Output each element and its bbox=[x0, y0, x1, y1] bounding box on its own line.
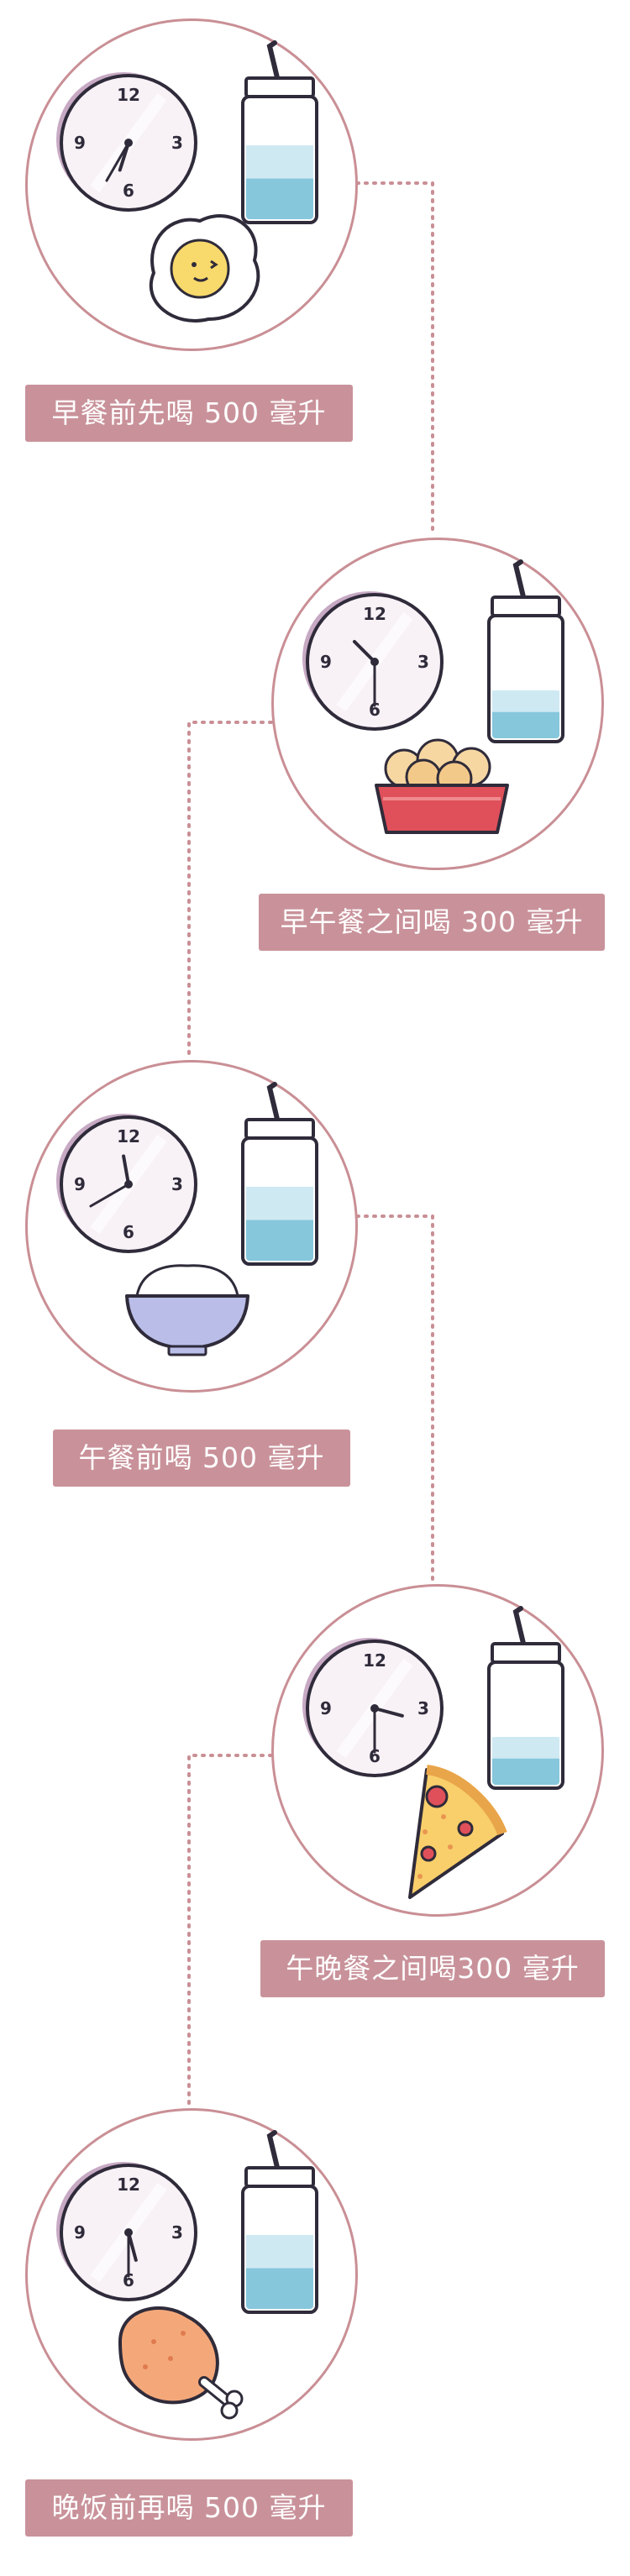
clock-numeral-6: 6 bbox=[123, 2270, 134, 2290]
clock-numeral-3: 3 bbox=[417, 1698, 429, 1718]
clock-numeral-3: 3 bbox=[171, 1174, 183, 1194]
cookie-basket-icon bbox=[375, 738, 509, 834]
step-3-svg: 12 3 6 9 bbox=[56, 1082, 318, 1356]
step-5-svg: 12 3 6 9 bbox=[56, 2130, 318, 2420]
connector-4-5 bbox=[187, 1754, 273, 2110]
clock-numeral-12: 12 bbox=[363, 1650, 386, 1671]
step-2-illustration: 12 3 6 9 bbox=[271, 538, 604, 870]
clock-numeral-12: 12 bbox=[117, 85, 140, 105]
clock-numeral-9: 9 bbox=[74, 1174, 86, 1194]
connector-3-4 bbox=[355, 1215, 434, 1585]
step-1-illustration: 12 3 6 9 bbox=[25, 18, 358, 351]
rice-bowl-icon bbox=[125, 1264, 249, 1356]
step-3-illustration: 12 3 6 9 bbox=[25, 1060, 358, 1393]
clock-numeral-3: 3 bbox=[171, 2222, 183, 2243]
clock-numeral-9: 9 bbox=[320, 1698, 332, 1718]
clock-icon: 12 3 6 9 bbox=[56, 2162, 197, 2301]
water-jar-icon bbox=[487, 559, 564, 743]
clock-numeral-12: 12 bbox=[363, 604, 386, 624]
water-jar-icon bbox=[241, 2130, 318, 2314]
clock-icon: 12 3 6 9 bbox=[302, 591, 444, 731]
clock-numeral-6: 6 bbox=[369, 1746, 381, 1766]
fried-egg-icon bbox=[149, 214, 260, 323]
chicken-leg-icon bbox=[118, 2306, 244, 2420]
clock-numeral-6: 6 bbox=[123, 1222, 134, 1242]
step-2-svg: 12 3 6 9 bbox=[302, 559, 564, 834]
step-2-label: 早午餐之间喝 300 毫升 bbox=[259, 894, 605, 951]
clock-numeral-12: 12 bbox=[117, 1126, 140, 1146]
step-3-label: 午餐前喝 500 毫升 bbox=[53, 1430, 350, 1487]
connector-1-2 bbox=[355, 181, 434, 538]
step-1-label: 早餐前先喝 500 毫升 bbox=[25, 385, 353, 442]
step-1-svg: 12 3 6 9 bbox=[56, 40, 318, 323]
connector-2-3 bbox=[187, 721, 273, 1062]
pizza-slice-icon bbox=[408, 1765, 507, 1899]
clock-numeral-12: 12 bbox=[117, 2175, 140, 2195]
clock-numeral-9: 9 bbox=[74, 133, 86, 153]
clock-numeral-6: 6 bbox=[369, 700, 381, 720]
clock-numeral-3: 3 bbox=[171, 133, 183, 153]
clock-numeral-9: 9 bbox=[320, 652, 332, 672]
water-jar-icon bbox=[487, 1606, 564, 1790]
water-jar-icon bbox=[241, 40, 318, 224]
clock-numeral-3: 3 bbox=[417, 652, 429, 672]
clock-icon: 12 3 6 9 bbox=[56, 72, 197, 212]
clock-numeral-9: 9 bbox=[74, 2222, 86, 2243]
clock-numeral-6: 6 bbox=[123, 181, 134, 201]
step-5-label: 晚饭前再喝 500 毫升 bbox=[25, 2479, 353, 2537]
step-4-label: 午晚餐之间喝300 毫升 bbox=[260, 1940, 605, 1997]
clock-icon: 12 3 6 9 bbox=[302, 1638, 444, 1777]
step-4-illustration: 12 3 6 9 bbox=[271, 1584, 604, 1917]
step-5-illustration: 12 3 6 9 bbox=[25, 2108, 358, 2441]
step-4-svg: 12 3 6 9 bbox=[302, 1606, 564, 1899]
water-jar-icon bbox=[241, 1082, 318, 1266]
clock-icon: 12 3 6 9 bbox=[56, 1114, 197, 1253]
